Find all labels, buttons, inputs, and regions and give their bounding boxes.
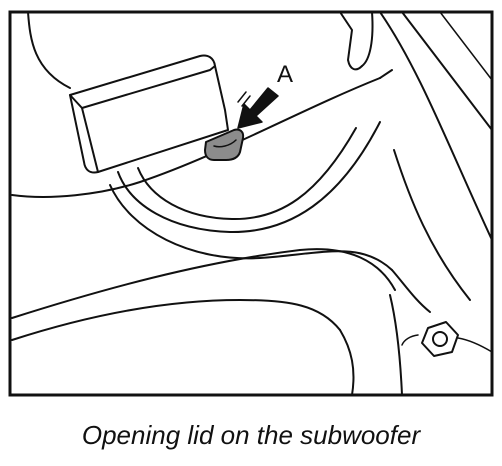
trim-panel-outlines (11, 11, 493, 301)
callout-label: A (277, 61, 293, 88)
diagram-illustration: A (8, 10, 494, 397)
arrow-pointer-icon (237, 87, 279, 129)
bolt (401, 321, 493, 357)
figure-caption: Opening lid on the subwoofer (81, 420, 421, 450)
release-tab (204, 128, 245, 161)
subwoofer-lid (69, 54, 229, 174)
subwoofer-channel (11, 121, 431, 396)
figure-frame (8, 10, 494, 397)
